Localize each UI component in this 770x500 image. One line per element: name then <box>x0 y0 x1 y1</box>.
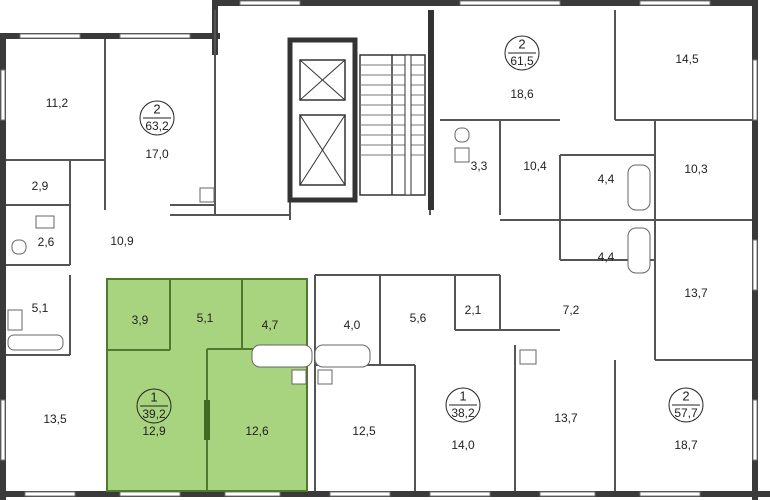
room-area-label: 4,7 <box>262 318 279 332</box>
room-area-label: 17,0 <box>145 147 169 161</box>
room-area-label: 5,1 <box>197 311 214 325</box>
room-area-label: 5,6 <box>410 311 427 325</box>
room-area-label: 18,6 <box>510 87 534 101</box>
room-area-label: 12,5 <box>352 424 376 438</box>
room-area-label: 2,9 <box>32 179 49 193</box>
room-area-label: 4,0 <box>344 318 361 332</box>
room-area-label: 14,5 <box>675 52 699 66</box>
apartment-area: 57,7 <box>674 406 698 420</box>
room-area-label: 14,0 <box>451 438 475 452</box>
room-area-label: 12,6 <box>245 424 269 438</box>
room-labels: 11,2 17,0 2,9 2,6 10,9 5,1 13,5 3,9 5,1 … <box>32 52 708 452</box>
room-area-label: 13,7 <box>684 286 708 300</box>
elevator-core <box>287 37 358 203</box>
apartment-badge[interactable]: 2 57,7 <box>668 387 704 423</box>
apartment-rooms: 2 <box>682 388 689 403</box>
apartment-badge[interactable]: 1 39,2 <box>136 388 172 424</box>
apartment-badge[interactable]: 1 38,2 <box>445 387 481 423</box>
room-area-label: 12,9 <box>142 424 166 438</box>
apartment-area: 61,5 <box>510 54 534 68</box>
room-area-label: 10,3 <box>684 162 708 176</box>
room-area-label: 4,4 <box>598 250 615 264</box>
apartment-area: 38,2 <box>451 406 475 420</box>
room-area-label: 7,2 <box>563 303 580 317</box>
room-area-label: 11,2 <box>46 96 69 110</box>
apartment-area: 39,2 <box>142 407 166 421</box>
room-area-label: 13,7 <box>554 411 578 425</box>
staircase <box>359 10 434 210</box>
room-area-label: 10,4 <box>523 159 547 173</box>
apartment-rooms: 1 <box>150 389 157 404</box>
room-area-label: 3,9 <box>132 313 149 327</box>
room-area-label: 2,1 <box>465 303 482 317</box>
room-area-label: 10,9 <box>110 234 134 248</box>
room-area-label: 5,1 <box>32 301 49 315</box>
bathroom-fixtures <box>7 127 651 385</box>
highlight-wall-accent <box>204 400 210 440</box>
room-area-label: 13,5 <box>43 412 67 426</box>
room-area-label: 2,6 <box>38 235 55 249</box>
apartment-rooms: 1 <box>459 388 466 403</box>
room-area-label: 3,3 <box>471 159 488 173</box>
apartment-badge[interactable]: 2 63,2 <box>139 100 175 136</box>
room-area-label: 18,7 <box>674 438 698 452</box>
apartment-badge[interactable]: 2 61,5 <box>504 35 540 71</box>
apartment-area: 63,2 <box>145 119 169 133</box>
room-area-label: 4,4 <box>598 172 615 186</box>
apartment-rooms: 2 <box>153 101 160 116</box>
apartment-rooms: 2 <box>518 36 525 51</box>
